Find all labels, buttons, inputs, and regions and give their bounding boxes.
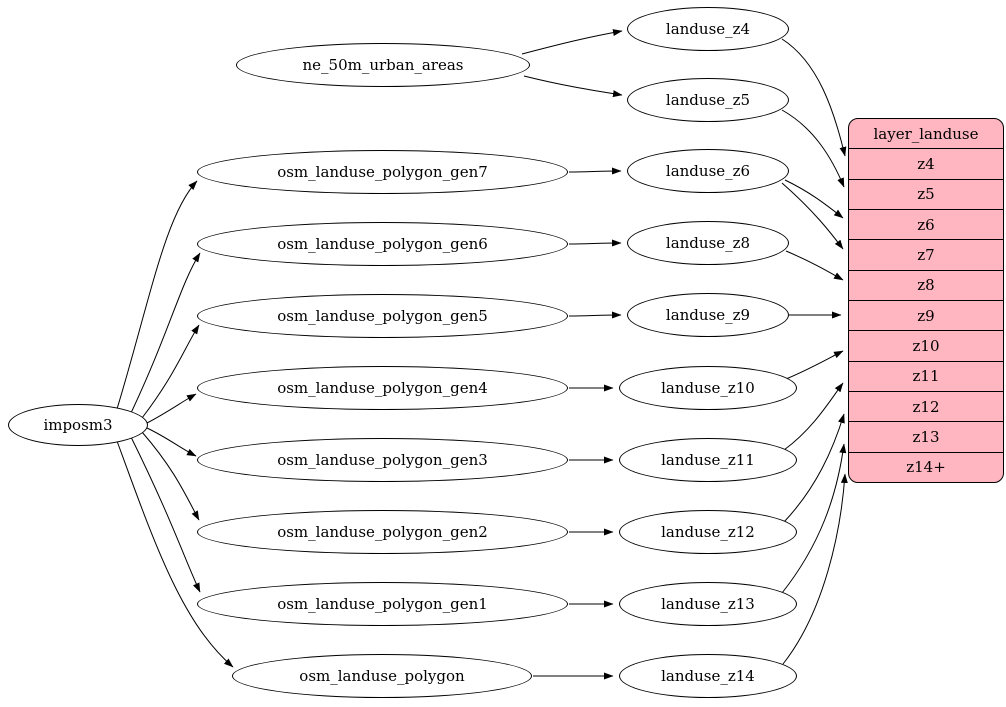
node-landuse-z11: landuse_z11 — [619, 438, 797, 482]
record-row-z13: z13 — [849, 421, 1003, 451]
node-label: landuse_z11 — [661, 451, 755, 469]
edge-imposm3-to-gen4 — [146, 393, 197, 424]
node-label: imposm3 — [43, 416, 113, 434]
node-landuse-z12: landuse_z12 — [619, 510, 797, 554]
node-label: landuse_z12 — [661, 523, 755, 541]
node-landuse-z5: landuse_z5 — [627, 78, 789, 122]
node-label: osm_landuse_polygon_gen4 — [277, 379, 488, 397]
node-landuse-z10: landuse_z10 — [619, 366, 797, 410]
node-osm-landuse-polygon: osm_landuse_polygon — [232, 654, 532, 698]
edge-landuse-z10-to-row-z10 — [785, 350, 844, 380]
node-label: landuse_z13 — [661, 595, 755, 613]
record-row-z10: z10 — [849, 330, 1003, 360]
record-row-z11: z11 — [849, 360, 1003, 391]
node-label: osm_landuse_polygon_gen1 — [277, 595, 488, 613]
node-label: osm_landuse_polygon_gen3 — [277, 451, 488, 469]
node-osm-landuse-polygon-gen2: osm_landuse_polygon_gen2 — [197, 510, 568, 554]
node-label: landuse_z4 — [665, 20, 751, 38]
node-label: landuse_z9 — [665, 306, 751, 324]
edge-gen5-to-landuse-z9 — [568, 311, 622, 319]
node-landuse-z14: landuse_z14 — [619, 654, 797, 698]
edge-gen7-to-landuse-z6 — [568, 167, 622, 175]
edge-landuse-z11-to-row-z11 — [783, 382, 844, 451]
edge-imposm3-to-gen3 — [146, 427, 197, 457]
node-landuse-z6: landuse_z6 — [627, 149, 789, 193]
node-label: ne_50m_urban_areas — [302, 56, 464, 74]
edge-landuse-z6-to-row-z7 — [781, 182, 844, 250]
edge-imposm3-to-gen5 — [141, 324, 200, 419]
node-osm-landuse-polygon-gen4: osm_landuse_polygon_gen4 — [197, 366, 568, 410]
record-row-z14plus: z14+ — [849, 451, 1003, 482]
edge-landuse-z6-to-row-z6 — [784, 179, 844, 219]
node-label: landuse_z8 — [665, 234, 751, 252]
node-osm-landuse-polygon-gen6: osm_landuse_polygon_gen6 — [197, 222, 568, 266]
node-label: landuse_z5 — [665, 91, 751, 109]
node-layer-landuse: layer_landuse z4 z5 z6 z7 z8 z9 z10 z11 … — [848, 118, 1004, 483]
node-label: osm_landuse_polygon_gen7 — [277, 163, 488, 181]
node-label: osm_landuse_polygon — [299, 667, 465, 685]
node-ne-50m-urban-areas: ne_50m_urban_areas — [236, 43, 530, 87]
edge-ne50m-to-landuse-z5 — [523, 75, 623, 98]
node-landuse-z8: landuse_z8 — [627, 221, 789, 265]
node-landuse-z9: landuse_z9 — [627, 293, 789, 337]
edge-landuse-z8-to-row-z8 — [785, 250, 844, 281]
edge-landuse-z4-to-row-z4 — [781, 38, 847, 157]
node-landuse-z13: landuse_z13 — [619, 582, 797, 626]
record-row-z7: z7 — [849, 239, 1003, 269]
node-osm-landuse-polygon-gen7: osm_landuse_polygon_gen7 — [197, 150, 568, 194]
node-label: osm_landuse_polygon_gen2 — [277, 523, 488, 541]
edge-imposm3-to-gen6 — [130, 252, 201, 414]
record-row-z4: z4 — [849, 148, 1003, 178]
node-imposm3: imposm3 — [8, 404, 148, 446]
edge-landuse-z14-to-row-z14plus — [782, 473, 848, 665]
record-row-z5: z5 — [849, 178, 1003, 209]
node-label: landuse_z6 — [665, 162, 751, 180]
node-label: osm_landuse_polygon_gen5 — [277, 307, 488, 325]
edge-gen6-to-landuse-z8 — [568, 239, 622, 247]
node-osm-landuse-polygon-gen3: osm_landuse_polygon_gen3 — [197, 438, 568, 482]
node-landuse-z4: landuse_z4 — [627, 7, 789, 51]
record-row-z9: z9 — [849, 299, 1003, 330]
record-header: layer_landuse — [873, 124, 979, 143]
node-osm-landuse-polygon-gen5: osm_landuse_polygon_gen5 — [197, 294, 568, 338]
edge-imposm3-to-osm-landuse-polygon — [116, 440, 234, 668]
record-row-z6: z6 — [849, 208, 1003, 239]
node-label: landuse_z14 — [661, 667, 755, 685]
edge-ne50m-to-landuse-z4 — [521, 29, 623, 55]
edge-landuse-z5-to-row-z5 — [781, 109, 845, 188]
record-row-z12: z12 — [849, 390, 1003, 421]
node-label: osm_landuse_polygon_gen6 — [277, 235, 488, 253]
edge-imposm3-to-gen7 — [116, 180, 198, 410]
node-osm-landuse-polygon-gen1: osm_landuse_polygon_gen1 — [197, 582, 568, 626]
edge-landuse-z12-to-row-z12 — [783, 413, 845, 523]
edge-landuse-z13-to-row-z13 — [781, 443, 847, 594]
record-row-z8: z8 — [849, 269, 1003, 300]
node-label: landuse_z10 — [661, 379, 755, 397]
edge-imposm3-to-gen2 — [141, 431, 200, 521]
edge-imposm3-to-gen1 — [130, 436, 201, 593]
